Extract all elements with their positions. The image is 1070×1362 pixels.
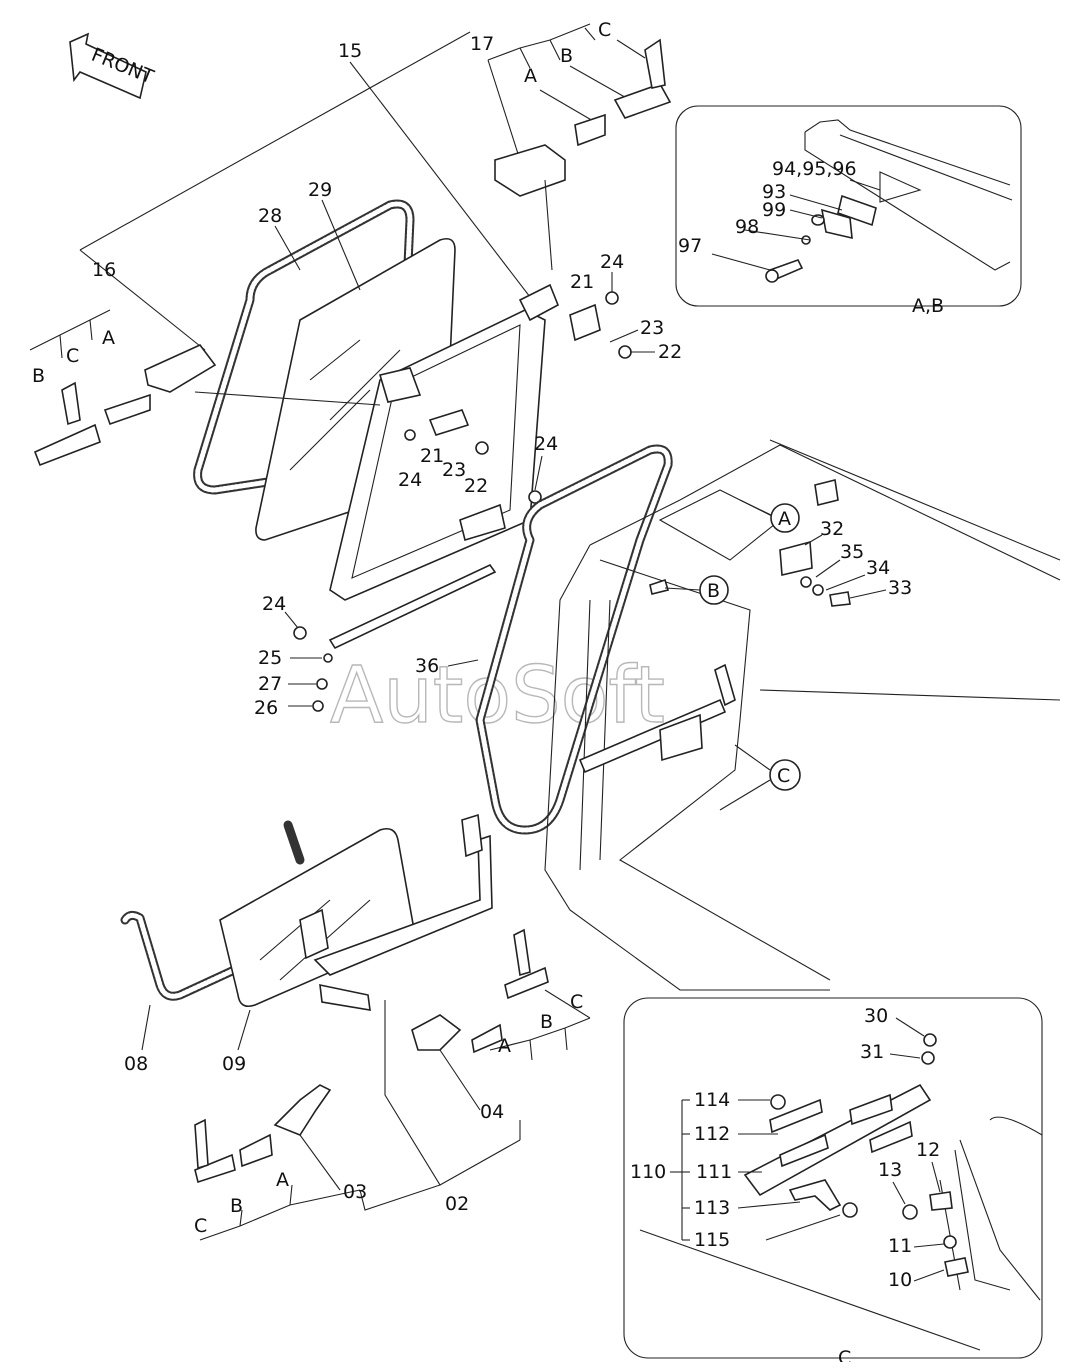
front-arrow-icon: FRONT bbox=[69, 32, 157, 100]
label-04a: A bbox=[498, 1035, 511, 1057]
label-26: 26 bbox=[254, 697, 278, 719]
label-112: 112 bbox=[694, 1123, 730, 1145]
lower-window-assembly: 08 09 04 A B C 03 A B C 02 bbox=[120, 813, 591, 1241]
label-97: 97 bbox=[678, 235, 702, 257]
label-03: 03 bbox=[343, 1181, 367, 1203]
label-09: 09 bbox=[222, 1053, 246, 1075]
label-10: 10 bbox=[888, 1269, 912, 1291]
label-94-95-96: 94,95,96 bbox=[772, 158, 857, 180]
callout-c: C bbox=[777, 765, 790, 787]
callout-b: B bbox=[707, 580, 720, 602]
label-03c: C bbox=[194, 1215, 207, 1237]
label-16b: B bbox=[32, 365, 45, 387]
label-17a: A bbox=[524, 65, 537, 87]
label-29: 29 bbox=[308, 179, 332, 201]
label-30: 30 bbox=[864, 1005, 888, 1027]
label-21b: 21 bbox=[420, 445, 444, 467]
label-08: 08 bbox=[124, 1053, 148, 1075]
inset-ab-caption: A,B bbox=[912, 295, 944, 317]
upper-window-assembly: 15 17 C B A 28 29 16 C A B bbox=[29, 19, 682, 719]
label-24d: 24 bbox=[262, 593, 286, 615]
label-98: 98 bbox=[735, 216, 759, 238]
label-28: 28 bbox=[258, 205, 282, 227]
inset-ab: 94,95,96 93 99 98 97 A,B bbox=[675, 105, 1022, 317]
label-23b: 23 bbox=[442, 459, 466, 481]
label-16: 16 bbox=[92, 259, 116, 281]
label-31: 31 bbox=[860, 1041, 884, 1063]
label-16c: C bbox=[66, 345, 79, 367]
label-115: 115 bbox=[694, 1229, 730, 1251]
label-111: 111 bbox=[696, 1161, 732, 1183]
label-04b: B bbox=[540, 1011, 553, 1033]
label-110: 110 bbox=[630, 1161, 666, 1183]
label-16a: A bbox=[102, 327, 115, 349]
label-15: 15 bbox=[338, 40, 362, 62]
label-93: 93 bbox=[762, 181, 786, 203]
label-25: 25 bbox=[258, 647, 282, 669]
label-22a: 22 bbox=[658, 341, 682, 363]
label-24c: 24 bbox=[534, 433, 558, 455]
label-04c: C bbox=[570, 991, 583, 1013]
label-113: 113 bbox=[694, 1197, 730, 1219]
label-13: 13 bbox=[878, 1159, 902, 1181]
label-27: 27 bbox=[258, 673, 282, 695]
inset-c-caption: C bbox=[838, 1347, 851, 1362]
label-34: 34 bbox=[866, 557, 890, 579]
label-35: 35 bbox=[840, 541, 864, 563]
label-03b: B bbox=[230, 1195, 243, 1217]
label-17c: C bbox=[598, 19, 611, 41]
label-17b: B bbox=[560, 45, 573, 67]
label-32: 32 bbox=[820, 518, 844, 540]
inset-c: 30 31 114 112 110 111 113 115 13 12 11 1… bbox=[623, 997, 1043, 1362]
label-02: 02 bbox=[445, 1193, 469, 1215]
label-24b: 24 bbox=[398, 469, 422, 491]
label-21a: 21 bbox=[570, 271, 594, 293]
label-99: 99 bbox=[762, 199, 786, 221]
label-33: 33 bbox=[888, 577, 912, 599]
label-03a: A bbox=[276, 1169, 289, 1191]
label-114: 114 bbox=[694, 1089, 730, 1111]
label-11: 11 bbox=[888, 1235, 912, 1257]
label-17: 17 bbox=[470, 33, 494, 55]
callout-a: A bbox=[778, 508, 791, 530]
label-24a: 24 bbox=[600, 251, 624, 273]
label-36: 36 bbox=[415, 655, 439, 677]
label-22b: 22 bbox=[464, 475, 488, 497]
cab-body: A B C 32 35 34 33 bbox=[475, 439, 1061, 991]
label-04: 04 bbox=[480, 1101, 504, 1123]
label-12: 12 bbox=[916, 1139, 940, 1161]
label-23a: 23 bbox=[640, 317, 664, 339]
